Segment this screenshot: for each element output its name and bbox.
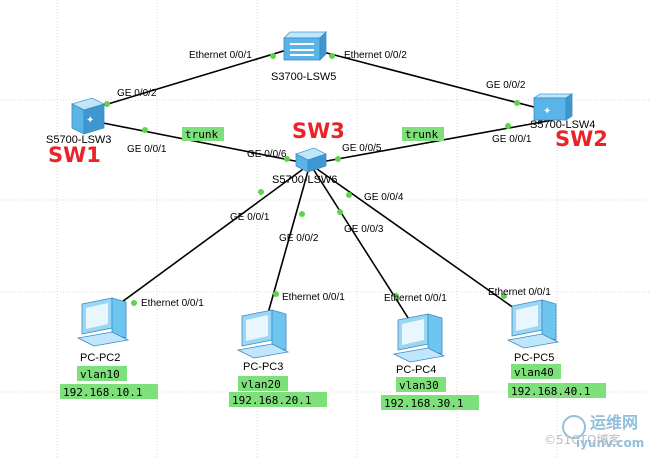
switch-icon — [283, 31, 327, 61]
pc2-vlan-tag: vlan10 — [77, 366, 127, 381]
pc-pc2[interactable]: PC-PC2 — [76, 297, 130, 364]
svg-text:✦: ✦ — [543, 106, 551, 117]
pc5-vlan-tag: vlan40 — [511, 364, 561, 379]
pc3-vlan: vlan20 — [241, 378, 281, 391]
link-lsw3-lsw6[interactable] — [87, 119, 311, 165]
trunk-label-right: trunk — [405, 128, 438, 141]
watermark-line3: ©51CTO博客 — [544, 432, 620, 447]
port-label-lsw5-right: Ethernet 0/0/2 — [344, 50, 407, 61]
switch-icon — [294, 147, 328, 173]
pc4-ip: 192.168.30.1 — [384, 397, 463, 410]
switch-lsw3[interactable]: ✦ S5700-LSW3 — [46, 97, 111, 146]
port-label-lsw6-p4: GE 0/0/4 — [364, 192, 404, 203]
pc-pc5[interactable]: PC-PC5 — [506, 299, 560, 364]
port-label-lsw4-up: GE 0/0/2 — [486, 80, 526, 91]
switch-label-lsw6: S5700-LSW6 — [272, 174, 337, 186]
port-label-lsw3-up: GE 0/0/2 — [117, 88, 157, 99]
pc3-ip-tag: 192.168.20.1 — [229, 392, 327, 407]
port-label-lsw6-left: GE 0/0/6 — [247, 149, 287, 160]
pc4-vlan-tag: vlan30 — [396, 377, 446, 392]
link-lsw4-lsw6[interactable] — [309, 119, 554, 165]
pc-label-pc4: PC-PC4 — [396, 364, 436, 376]
trunk-label-left: trunk — [185, 128, 218, 141]
trunk-tag-right: trunk — [402, 127, 444, 141]
callout-sw1: SW1 — [48, 143, 101, 167]
switch-label-lsw4: S5700-LSW4 — [530, 119, 595, 131]
pc-label-pc5: PC-PC5 — [514, 352, 554, 364]
pc5-vlan: vlan40 — [514, 366, 554, 379]
switch-label-lsw5: S3700-LSW5 — [271, 71, 336, 83]
port-label-lsw6-p3: GE 0/0/3 — [344, 224, 384, 235]
link-lsw3-lsw5[interactable] — [87, 45, 301, 111]
pc5-ip-tag: 192.168.40.1 — [508, 383, 606, 398]
watermark: 运维网 iyunv.com ©51CTO博客 — [544, 413, 644, 450]
watermark-line1: 运维网 — [590, 413, 638, 432]
port-label-lsw6-right: GE 0/0/5 — [342, 143, 382, 154]
pc-pc3[interactable]: PC-PC3 — [236, 309, 290, 373]
pc-pc4[interactable]: PC-PC4 — [392, 313, 446, 376]
port-label-pc5: Ethernet 0/0/1 — [488, 287, 551, 298]
switch-icon: ✦ — [70, 97, 106, 135]
link-lsw6-pc2[interactable] — [99, 163, 311, 319]
pc2-ip-tag: 192.168.10.1 — [60, 384, 158, 399]
link-lsw5-lsw4[interactable] — [299, 45, 554, 113]
switch-lsw5[interactable]: S3700-LSW5 — [271, 31, 336, 83]
pc5-ip: 192.168.40.1 — [511, 385, 590, 398]
switch-label-lsw3: S5700-LSW3 — [46, 134, 111, 146]
pc4-ip-tag: 192.168.30.1 — [381, 395, 479, 410]
svg-text:✦: ✦ — [86, 115, 94, 126]
pc2-vlan: vlan10 — [80, 368, 120, 381]
callout-sw3: SW3 — [292, 119, 345, 143]
port-label-lsw4-down: GE 0/0/1 — [492, 134, 532, 145]
pc-label-pc3: PC-PC3 — [243, 361, 283, 373]
pc4-vlan: vlan30 — [399, 379, 439, 392]
switch-icon: ✦ — [532, 93, 574, 121]
port-label-lsw3-down: GE 0/0/1 — [127, 144, 167, 155]
computer-icon — [506, 299, 560, 349]
trunk-tag-left: trunk — [182, 127, 224, 141]
pc2-ip: 192.168.10.1 — [63, 386, 142, 399]
port-label-pc4: Ethernet 0/0/1 — [384, 293, 447, 304]
computer-icon — [236, 309, 290, 359]
port-label-lsw6-p2: GE 0/0/2 — [279, 233, 319, 244]
watermark-line2: iyunv.com — [576, 436, 644, 450]
pc-label-pc2: PC-PC2 — [80, 352, 120, 364]
switch-lsw6[interactable]: S5700-LSW6 — [272, 147, 337, 186]
port-label-lsw6-p1: GE 0/0/1 — [230, 212, 270, 223]
link-lsw6-pc5[interactable] — [309, 163, 529, 319]
pc3-vlan-tag: vlan20 — [238, 376, 288, 391]
port-indicators — [104, 53, 520, 306]
callout-sw2: SW2 — [555, 127, 608, 151]
port-label-lsw5-left: Ethernet 0/0/1 — [189, 50, 252, 61]
computer-icon — [392, 313, 446, 363]
pc3-ip: 192.168.20.1 — [232, 394, 311, 407]
port-label-pc2: Ethernet 0/0/1 — [141, 298, 204, 309]
switch-lsw4[interactable]: ✦ S5700-LSW4 — [530, 93, 595, 131]
port-label-pc3: Ethernet 0/0/1 — [282, 292, 345, 303]
watermark-logo-icon — [562, 415, 586, 439]
link-lsw6-pc3[interactable] — [264, 163, 311, 325]
computer-icon — [76, 297, 130, 347]
